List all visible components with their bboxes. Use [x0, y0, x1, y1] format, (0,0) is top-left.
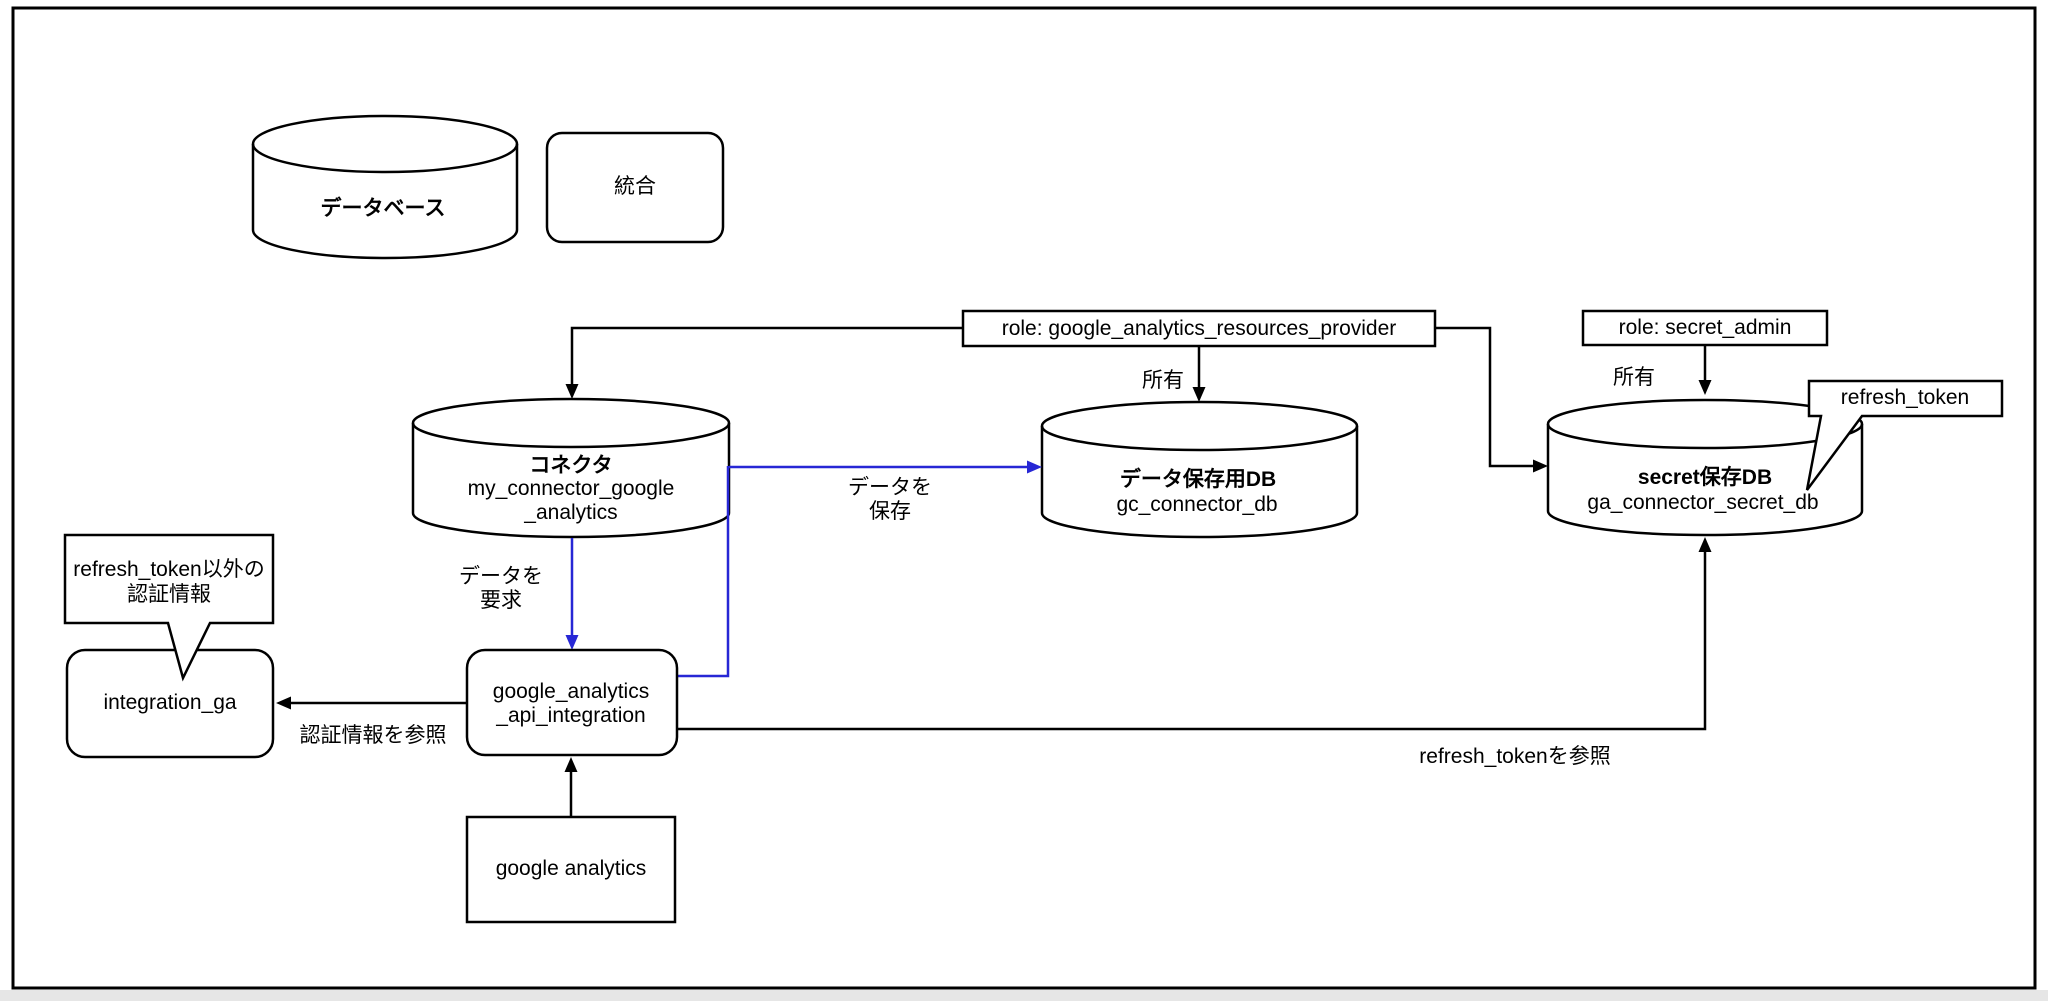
- data-db-subtitle: gc_connector_db: [1116, 493, 1278, 516]
- api-integration-box: [465, 648, 679, 757]
- connector-title: コネクタ: [529, 454, 613, 477]
- connector-subtitle: my_connector_google _analytics: [467, 477, 675, 524]
- label-ref-refresh-token: refresh_tokenを参照: [1419, 745, 1611, 768]
- edge-api-to-integration-ga: [276, 696, 467, 710]
- legend-database-label: データベース: [320, 197, 446, 220]
- edge-google-analytics-to-api: [564, 757, 578, 817]
- edge-api-to-secret-db: [677, 537, 1712, 731]
- data-db-title: データ保存用DB: [1119, 468, 1277, 491]
- edge-role-to-connector: [565, 326, 963, 399]
- callout-non-refresh-token-label: refresh_token以外の 認証情報: [73, 558, 265, 606]
- role-resources-provider-label: role: google_analytics_resources_provide…: [1001, 317, 1397, 340]
- google-analytics-box: [465, 815, 677, 924]
- legend-integration-label: 統合: [614, 175, 656, 198]
- data-db-cylinder: [1040, 400, 1359, 539]
- edge-secret-admin-to-secret-db: [1698, 345, 1712, 395]
- edge-role-to-secret-db: [1435, 326, 1548, 473]
- role-secret-admin-label: role: secret_admin: [1618, 316, 1792, 339]
- window-bottom-edge: [0, 990, 2048, 1001]
- api-integration-label: google_analytics _api_integration: [492, 680, 650, 727]
- edge-role-to-data-db: [1192, 346, 1206, 402]
- callout-non-refresh-token: [63, 533, 275, 682]
- label-request-data: データを 要求: [459, 565, 543, 612]
- label-ref-credentials: 認証情報を参照: [299, 724, 447, 747]
- label-own-middle: 所有: [1142, 369, 1184, 392]
- label-own-right: 所有: [1613, 366, 1655, 389]
- edge-request-data: [565, 538, 579, 650]
- integration-ga-label: integration_ga: [103, 691, 237, 714]
- secret-db-title: secret保存DB: [1637, 466, 1773, 489]
- google-analytics-label: google analytics: [495, 857, 647, 880]
- legend-database-cylinder: [251, 114, 519, 260]
- callout-refresh-token: [1805, 379, 2004, 491]
- edge-save-data: [729, 460, 1042, 474]
- integration-ga-box: [65, 648, 275, 759]
- edge-api-to-save-join: [677, 466, 730, 678]
- label-save-data: データを 保存: [848, 476, 932, 523]
- role-secret-admin-box: [1581, 309, 1829, 347]
- secret-db-subtitle: ga_connector_secret_db: [1587, 491, 1819, 514]
- callout-refresh-token-label: refresh_token: [1840, 386, 1970, 409]
- role-resources-provider-box: [961, 309, 1437, 348]
- legend-integration-box: [545, 131, 725, 244]
